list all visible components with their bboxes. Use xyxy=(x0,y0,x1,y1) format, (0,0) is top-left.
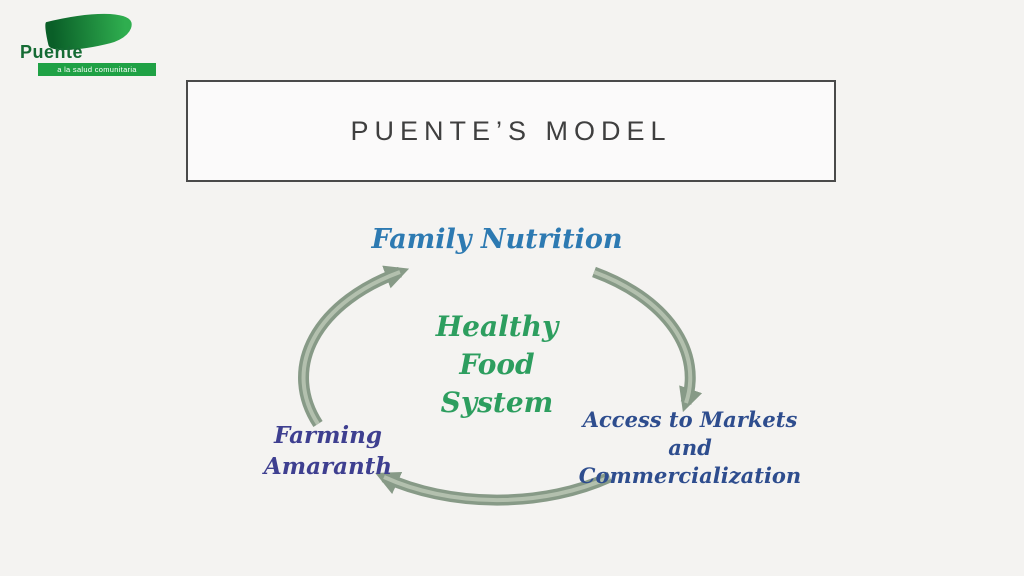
node-access-line-2: and xyxy=(668,435,712,460)
node-farming-line-1: Farming xyxy=(274,422,382,449)
arrow-left-to-top-highlight xyxy=(301,270,401,426)
node-farming-line-2: Amaranth xyxy=(263,453,393,480)
node-family-nutrition: Family Nutrition xyxy=(337,224,657,255)
center-healthy-food-system: Healthy Food System xyxy=(397,308,597,422)
center-line-2: Food xyxy=(459,348,535,381)
node-access-line-3: Commercialization xyxy=(578,463,802,488)
center-line-1: Healthy xyxy=(435,310,559,343)
arrow-top-to-right-icon xyxy=(592,266,703,413)
slide-title: PUENTE’S MODEL xyxy=(350,115,672,146)
node-farming-amaranth: Farming Amaranth xyxy=(238,420,418,482)
node-access-line-1: Access to Markets xyxy=(582,407,798,432)
logo-wordmark: Puente xyxy=(20,42,84,62)
arrow-top-to-right-highlight xyxy=(593,270,693,404)
node-family-nutrition-label: Family Nutrition xyxy=(371,224,623,255)
logo-tagline: a la salud comunitaria xyxy=(38,63,156,76)
node-access-to-markets: Access to Markets and Commercialization xyxy=(570,406,810,490)
title-box: PUENTE’S MODEL xyxy=(186,80,836,182)
logo: Puente a la salud comunitaria xyxy=(14,2,164,80)
arrow-left-to-top-icon xyxy=(298,265,410,427)
center-line-3: System xyxy=(440,386,554,419)
